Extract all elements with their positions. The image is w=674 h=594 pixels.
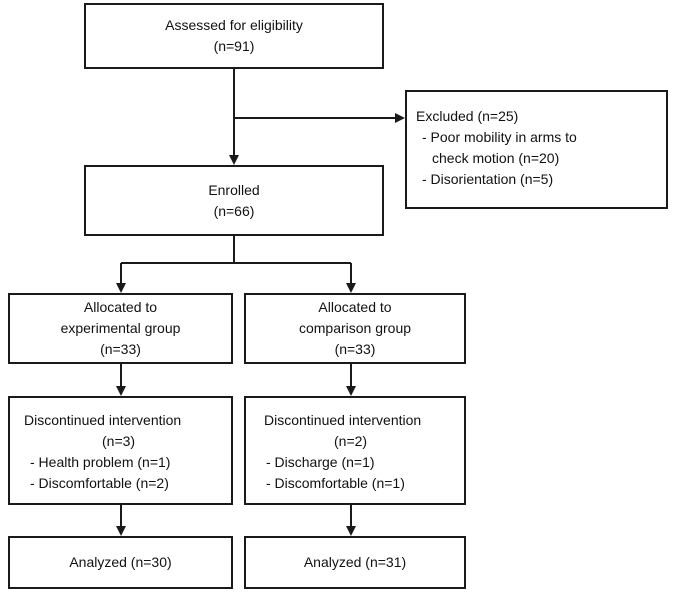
assessed-box: Assessed for eligibility (n=91) — [84, 3, 384, 69]
excluded-reason-mobility: - Poor mobility in arms to — [422, 129, 577, 145]
excluded-box: Excluded (n=25) - Poor mobility in arms … — [405, 90, 668, 209]
alloc-comp-line2: comparison group — [298, 320, 412, 336]
disc-exp-title: Discontinued intervention — [24, 412, 182, 428]
disc-comp-count: (n=2) — [334, 433, 368, 449]
excluded-reason-disorientation: - Disorientation (n=5) — [422, 171, 554, 187]
alloc-exp-line2: experimental group — [60, 320, 181, 336]
enrolled-box: Enrolled (n=66) — [84, 165, 384, 236]
analyzed-comp-box: Analyzed (n=31) — [244, 536, 466, 589]
alloc-comp-count: (n=33) — [334, 341, 376, 357]
disc-exp-count: (n=3) — [102, 433, 136, 449]
analyzed-exp-box: Analyzed (n=30) — [8, 536, 233, 589]
disc-comp-reason-discomfort: - Discomfortable (n=1) — [266, 475, 405, 491]
enrolled-title: Enrolled — [208, 181, 260, 198]
disc-exp-box: Discontinued intervention (n=3) - Health… — [8, 396, 233, 505]
disc-comp-reason-discharge: - Discharge (n=1) — [266, 454, 375, 470]
disc-comp-box: Discontinued intervention (n=2) - Discha… — [244, 396, 466, 505]
disc-exp-reason-discomfort: - Discomfortable (n=2) — [30, 475, 169, 491]
alloc-comp-box: Allocated to comparison group (n=33) — [244, 293, 466, 364]
excluded-title: Excluded (n=25) — [416, 108, 519, 124]
assessed-title: Assessed for eligibility — [165, 17, 303, 33]
disc-exp-reason-health: - Health problem (n=1) — [30, 454, 171, 470]
analyzed-comp-label: Analyzed (n=31) — [303, 554, 407, 570]
alloc-exp-count: (n=33) — [100, 341, 141, 357]
excluded-reason-mobility-cont: check motion (n=20) — [432, 150, 560, 166]
analyzed-exp-label: Analyzed (n=30) — [69, 554, 172, 570]
alloc-comp-line1: Allocated to — [318, 299, 392, 315]
alloc-exp-box: Allocated to experimental group (n=33) — [8, 293, 233, 364]
assessed-count: (n=91) — [213, 38, 255, 54]
alloc-exp-line1: Allocated to — [83, 299, 158, 315]
disc-comp-title: Discontinued intervention — [264, 412, 422, 428]
enrolled-count: (n=66) — [213, 202, 255, 219]
